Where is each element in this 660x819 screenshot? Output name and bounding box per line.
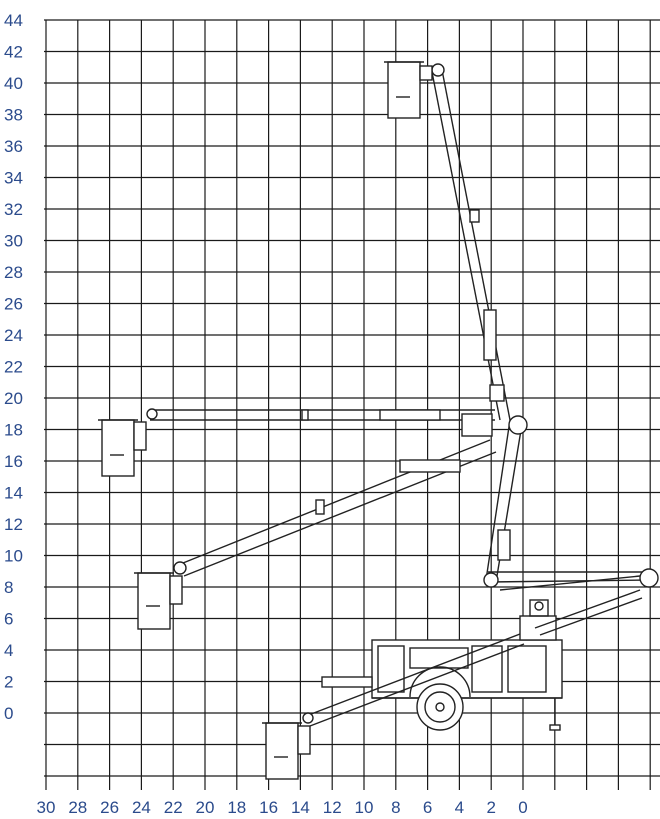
y-tick-label: 6: [4, 610, 13, 629]
y-tick-label: 36: [4, 137, 23, 156]
y-tick-label: 4: [4, 641, 13, 660]
y-tick-label: 8: [4, 578, 13, 597]
y-tick-label: 34: [4, 169, 23, 188]
basket-max-height: [384, 61, 433, 119]
y-tick-label: 0: [4, 704, 13, 723]
y-tick-label: 2: [4, 673, 13, 692]
trailer-wheel: [409, 666, 471, 731]
stowed-boom: [487, 568, 659, 636]
y-tick-label: 44: [4, 11, 23, 30]
x-tick-label: 22: [164, 798, 183, 817]
upper-boom-horizontal: [146, 408, 495, 437]
y-tick-label: 20: [4, 389, 23, 408]
y-tick-label: 10: [4, 547, 23, 566]
x-tick-label: 28: [68, 798, 87, 817]
y-tick-label: 30: [4, 232, 23, 251]
x-tick-label: 12: [323, 798, 342, 817]
y-tick-label: 42: [4, 43, 23, 62]
lower-boom: [483, 415, 528, 588]
x-tick-label: 14: [291, 798, 310, 817]
x-tick-label: 20: [196, 798, 215, 817]
y-tick-label: 32: [4, 200, 23, 219]
x-tick-label: 2: [486, 798, 495, 817]
x-tick-label: 30: [37, 798, 56, 817]
upper-boom-diagonal: [173, 439, 497, 577]
x-tick-label: 8: [391, 798, 400, 817]
trailer-chassis: [321, 639, 563, 731]
y-tick-label: 16: [4, 452, 23, 471]
y-tick-label: 28: [4, 263, 23, 282]
y-tick-label: 14: [4, 484, 23, 503]
aerial-lift-drawing: [98, 61, 659, 780]
y-axis-labels: 4442403836343230282624222018161412108642…: [4, 11, 23, 723]
x-tick-label: 26: [100, 798, 119, 817]
grid: [44, 19, 660, 790]
y-tick-label: 38: [4, 106, 23, 125]
y-tick-label: 24: [4, 326, 23, 345]
x-tick-label: 0: [518, 798, 527, 817]
y-tick-label: 22: [4, 358, 23, 377]
upper-boom-vertical: [431, 63, 511, 421]
turret: [519, 599, 557, 641]
x-tick-label: 24: [132, 798, 151, 817]
basket-mid-reach: [134, 572, 183, 630]
x-tick-label: 10: [355, 798, 374, 817]
y-tick-label: 26: [4, 295, 23, 314]
basket-below-grade: [262, 722, 311, 780]
y-tick-label: 12: [4, 515, 23, 534]
x-tick-label: 6: [423, 798, 432, 817]
y-tick-label: 40: [4, 74, 23, 93]
x-tick-label: 16: [259, 798, 278, 817]
boom-below-grade: [302, 633, 525, 727]
y-tick-label: 18: [4, 421, 23, 440]
x-tick-label: 18: [227, 798, 246, 817]
x-tick-label: 4: [455, 798, 464, 817]
basket-horizontal-outreach: [98, 419, 147, 477]
